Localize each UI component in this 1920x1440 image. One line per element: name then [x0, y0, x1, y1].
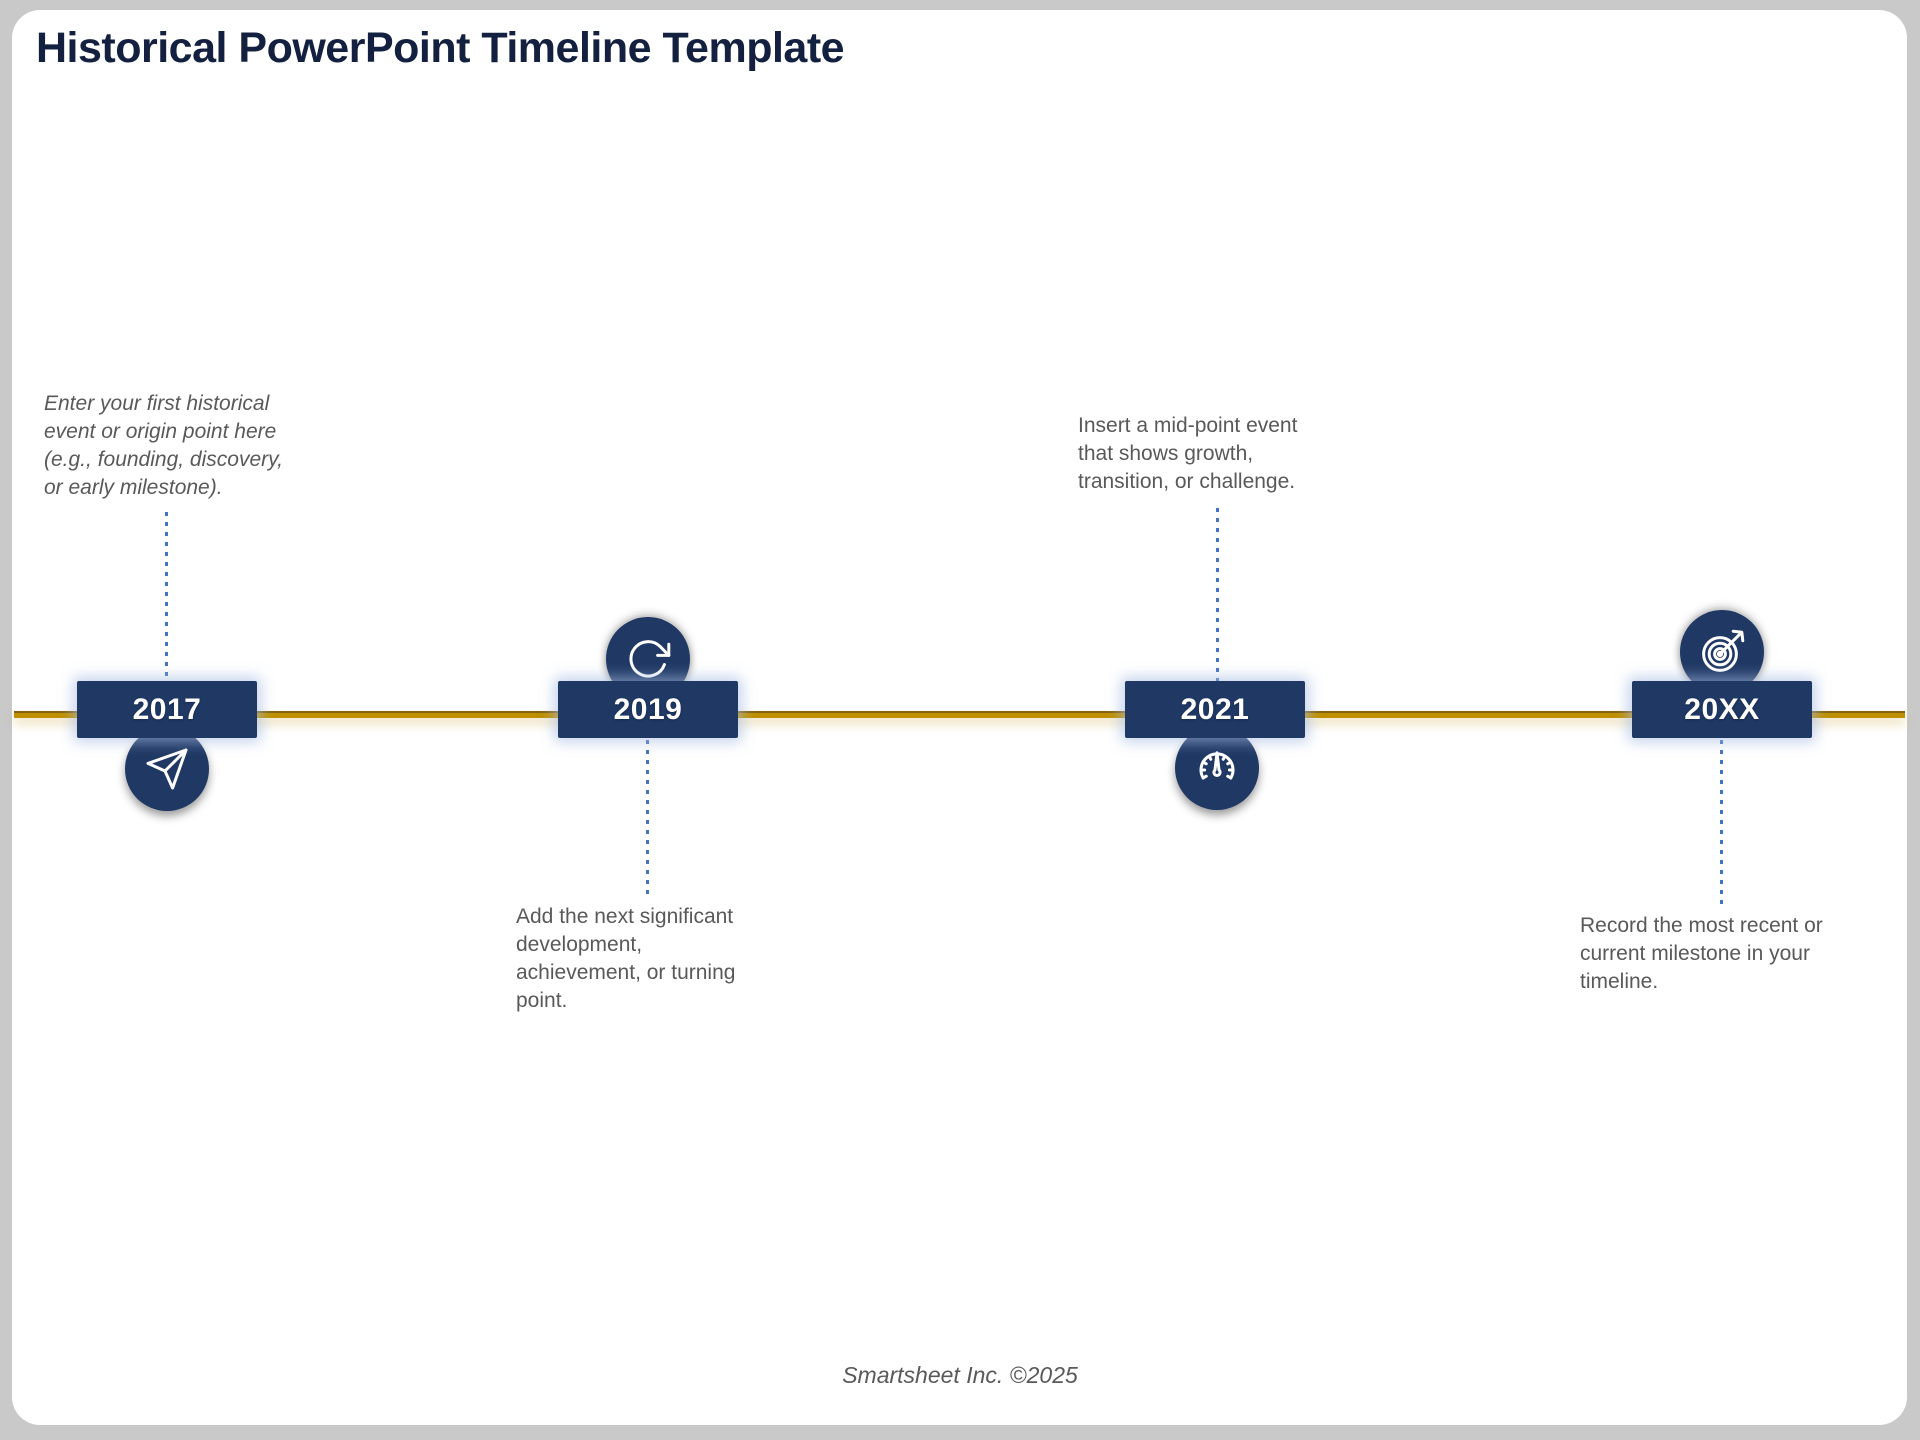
description-line: Enter your first historical — [44, 392, 270, 415]
refresh-icon — [629, 640, 671, 678]
gauge-icon — [1175, 726, 1259, 810]
description-line: development, — [516, 933, 643, 956]
milestone-year-label: 2019 — [613, 692, 683, 726]
description-line: timeline. — [1580, 970, 1659, 993]
milestone-description-20xx: Record the most recent or current milest… — [1580, 912, 1920, 996]
milestone-description-2021: Insert a mid-point event that shows grow… — [1078, 412, 1388, 496]
connector-dotted-line — [1720, 740, 1723, 908]
milestone-year-label: 2021 — [1180, 692, 1250, 726]
description-line: point. — [516, 989, 568, 1012]
copyright-footer: Smartsheet Inc. ©2025 — [842, 1362, 1078, 1388]
connector-dotted-line — [165, 512, 168, 681]
milestone-year-label: 2017 — [132, 692, 202, 726]
description-line: or early milestone). — [44, 476, 223, 499]
milestone-year-chip: 2019 — [558, 681, 738, 738]
connector-dotted-line — [1216, 508, 1219, 681]
description-line: Record the most recent or — [1580, 914, 1823, 937]
description-line: transition, or challenge. — [1078, 470, 1296, 493]
description-line: current milestone in your — [1580, 942, 1810, 965]
paper-plane-icon — [125, 727, 209, 811]
description-line: event or origin point here — [44, 420, 277, 443]
gauge-icon — [1199, 751, 1235, 780]
description-line: Add the next significant — [516, 905, 734, 928]
target-icon — [1702, 629, 1745, 672]
connector-dotted-line — [646, 740, 649, 900]
milestone-description-2017: Enter your first historical event or ori… — [44, 390, 344, 502]
page-title: Historical PowerPoint Timeline Template — [36, 24, 845, 72]
description-line: Insert a mid-point event — [1078, 414, 1298, 437]
target-icon — [1680, 610, 1764, 694]
milestone-year-label: 20XX — [1684, 692, 1760, 726]
paper-plane-icon — [146, 748, 188, 790]
milestone-description-2019: Add the next significant development, ac… — [516, 903, 826, 1015]
description-line: (e.g., founding, discovery, — [44, 448, 283, 471]
milestone-year-chip: 2017 — [77, 681, 257, 738]
description-line: that shows growth, — [1078, 442, 1254, 465]
timeline-line — [14, 711, 1905, 718]
description-line: achievement, or turning — [516, 961, 736, 984]
milestone-year-chip: 20XX — [1632, 681, 1812, 738]
milestone-year-chip: 2021 — [1125, 681, 1305, 738]
